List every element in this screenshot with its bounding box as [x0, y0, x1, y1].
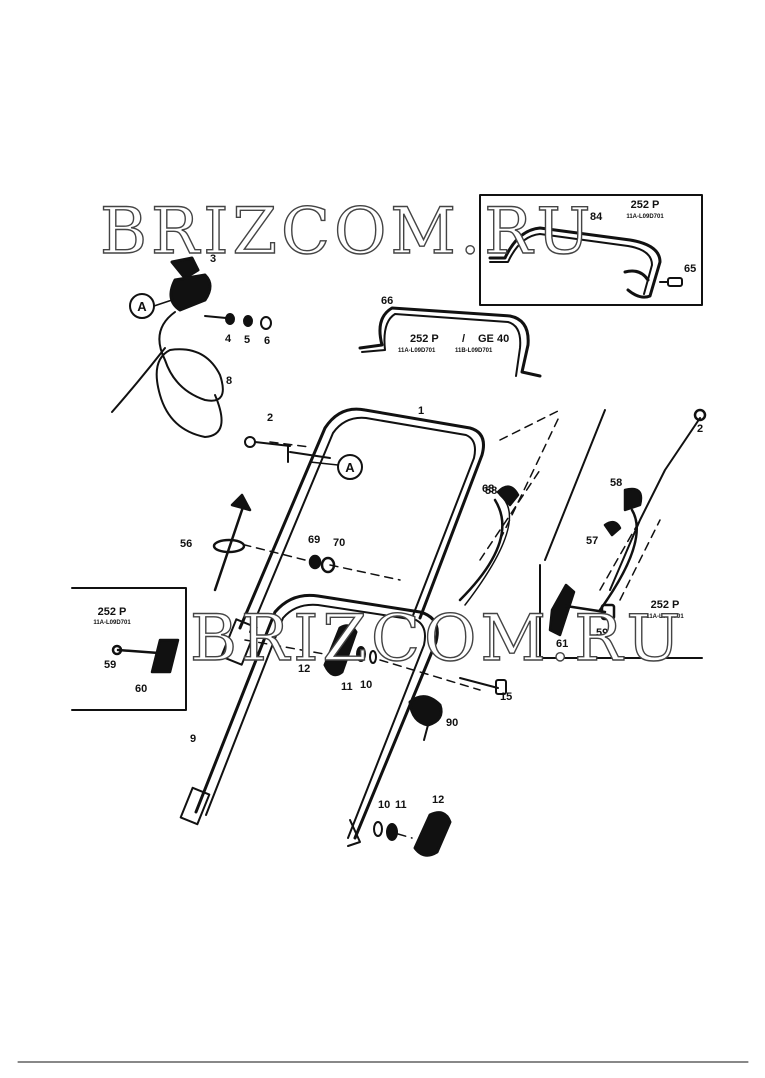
- bracket-90: [408, 695, 443, 741]
- box-right-model: 252 P: [651, 599, 680, 611]
- box-mid-sep: /: [462, 333, 465, 345]
- box-right: [539, 564, 703, 659]
- label-part-15: 15: [500, 691, 512, 703]
- callout-letter-a-top: A: [137, 299, 147, 314]
- upper-handle: [220, 407, 485, 666]
- box-top-right: [479, 194, 703, 306]
- bail-84: [488, 226, 662, 299]
- lower-handle: [179, 593, 439, 847]
- wing-knob-upper: [323, 624, 358, 677]
- box-top-right-model: 252 P: [631, 199, 660, 211]
- watermark-bottom: BRIZCOM.RU: [190, 602, 684, 676]
- right-clamp-assembly: [544, 409, 616, 637]
- box-mid-code2: 11B-L09D701: [455, 348, 493, 354]
- label-part-70: 70: [333, 537, 345, 549]
- label-part-90: 90: [446, 717, 458, 729]
- label-part-8: 8: [226, 375, 232, 387]
- label-part-57: 57: [586, 535, 598, 547]
- bolt-2: [244, 436, 331, 463]
- wing-knob-lower: [413, 811, 452, 857]
- label-part-10-lower: 10: [378, 799, 390, 811]
- callout-circle-mid: [337, 454, 363, 480]
- bolt-85: [659, 277, 683, 287]
- label-part-9: 9: [190, 733, 196, 745]
- label-part-65: 65: [684, 263, 696, 275]
- label-part-60: 60: [135, 683, 147, 695]
- box-mid-model: 252 P: [410, 333, 439, 345]
- label-part-58-right: 58: [610, 477, 622, 489]
- label-part-4: 4: [225, 333, 232, 345]
- label-part-69: 69: [308, 534, 320, 546]
- bail-66: [358, 306, 542, 378]
- box-left-model: 252 P: [98, 606, 127, 618]
- label-part-5: 5: [244, 334, 250, 346]
- label-part-68: 68: [482, 483, 494, 495]
- label-part-61: 61: [556, 638, 568, 650]
- assembly-lines: [244, 409, 661, 839]
- box-right-code: 11A-L09D701: [646, 614, 684, 620]
- bolt-15: [459, 677, 507, 695]
- cable-6: [111, 311, 224, 438]
- label-part-10-upper: 10: [360, 679, 372, 691]
- brake-lever: [169, 256, 227, 319]
- rod-58: [212, 493, 336, 592]
- box-left-code: 11A-L09D701: [93, 620, 131, 626]
- right-cable-assembly: [598, 408, 707, 612]
- label-part-58: 58: [485, 485, 497, 497]
- part-labels: 1 2 2 3 4 5 6 8 9 10 10 11 11 12 12 15 5…: [104, 211, 703, 811]
- label-part-12-upper: 12: [298, 663, 310, 675]
- watermark-top: BRIZCOM.RU: [100, 195, 594, 269]
- washers-lower: [373, 821, 398, 841]
- label-part-11-upper: 11: [341, 681, 353, 693]
- label-part-84: 84: [590, 211, 603, 223]
- label-part-2-right: 2: [697, 423, 703, 435]
- box-top-right-code: 11A-L09D701: [626, 214, 664, 220]
- label-part-59-right: 59: [596, 627, 608, 639]
- label-part-2: 2: [267, 412, 273, 424]
- label-part-59-left: 59: [104, 659, 116, 671]
- model-labels: 252 P 11A-L09D701 252 P / GE 40 11A-L09D…: [93, 199, 684, 626]
- label-part-56: 56: [180, 538, 192, 550]
- nuts-4-5-8: [225, 313, 272, 330]
- label-part-1: 1: [418, 405, 424, 417]
- cable-clamp-68: [458, 485, 520, 606]
- left-clamp-assembly: [111, 638, 180, 674]
- label-part-11-lower: 11: [395, 799, 407, 811]
- label-part-6: 6: [264, 335, 270, 347]
- label-part-3: 3: [210, 253, 216, 265]
- callout-letter-a-mid: A: [345, 460, 355, 475]
- washers-upper: [356, 646, 377, 664]
- box-left: [71, 587, 187, 711]
- label-part-12-lower: 12: [432, 794, 444, 806]
- label-part-66: 66: [381, 295, 393, 307]
- box-mid-model2: GE 40: [478, 333, 509, 345]
- box-mid-code: 11A-L09D701: [398, 348, 436, 354]
